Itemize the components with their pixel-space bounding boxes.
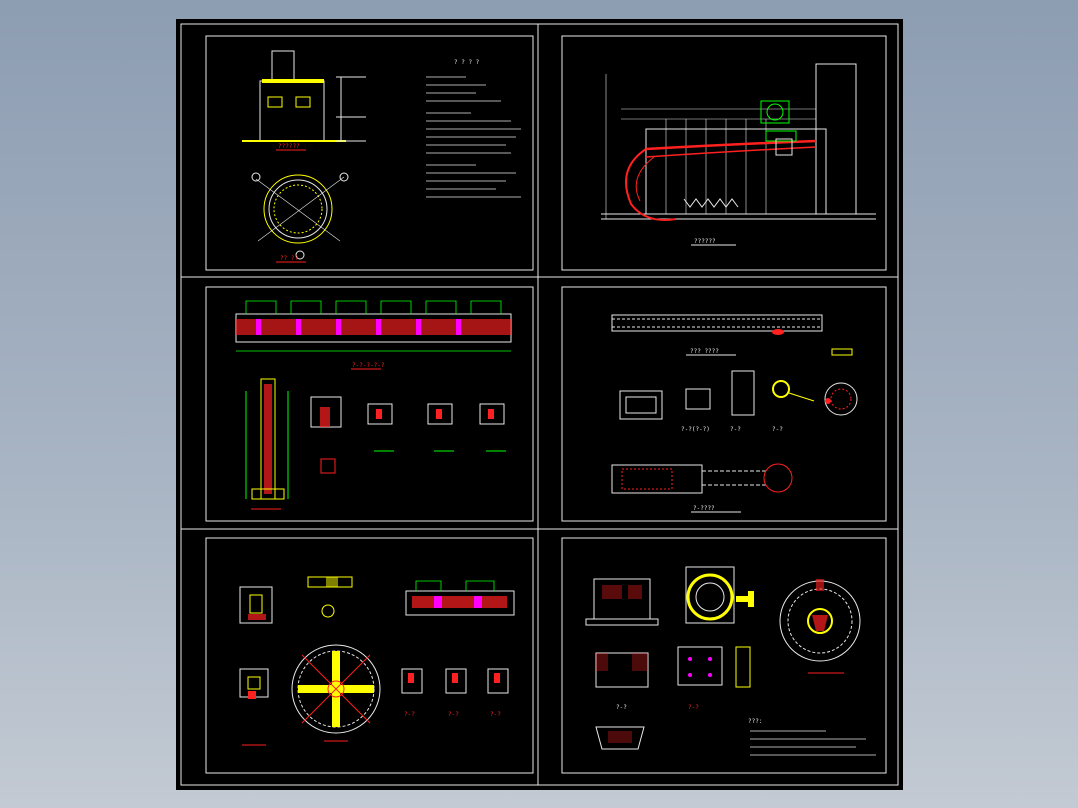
drawing-sheet: ?????? ?? ?? ? ? ? ? bbox=[176, 19, 903, 790]
panel-2-caption: ?????? bbox=[694, 238, 716, 245]
panel-1-caption-a: ?????? bbox=[278, 143, 300, 150]
panel-1-notes-title: ? ? ? ? bbox=[454, 59, 480, 66]
panel-5-frame bbox=[205, 537, 534, 774]
panel-2-frame bbox=[561, 35, 887, 271]
panel-5-caption-b: ?-? bbox=[448, 711, 459, 718]
panel-3-content: ?-?-?-?-? bbox=[235, 300, 512, 510]
panel-6-caption-a: ?-? bbox=[616, 704, 627, 711]
panel-5-content: ?-? ?-? ?-? bbox=[239, 576, 515, 746]
outer-frame bbox=[180, 23, 899, 786]
panel-3-caption: ?-?-?-?-? bbox=[352, 362, 385, 369]
panel-4-content: ??? ???? ?-?(?-?) ?-? ?-? ?-???? bbox=[611, 314, 858, 513]
panel-6-notes-title: ???: bbox=[748, 718, 762, 725]
panel-4-caption-sec2: ?-? bbox=[730, 426, 741, 433]
panel-1-frame bbox=[205, 35, 534, 271]
panel-6-content: ?-? ?-? ???: bbox=[585, 566, 876, 756]
panel-5-caption-c: ?-? bbox=[490, 711, 501, 718]
panel-1-content: ?????? ?? ?? ? ? ? ? bbox=[242, 50, 521, 263]
panel-4-frame bbox=[561, 286, 887, 522]
panel-4-caption-bottom: ?-???? bbox=[693, 505, 715, 512]
panel-4-caption-main: ??? ???? bbox=[690, 348, 719, 355]
panel-6-frame bbox=[561, 537, 887, 774]
panel-5-caption-a: ?-? bbox=[404, 711, 415, 718]
cad-drawing: ?????? ?? ?? ? ? ? ? bbox=[180, 23, 899, 786]
panel-1-caption-b: ?? ?? bbox=[280, 255, 298, 262]
panel-3-frame bbox=[205, 286, 534, 522]
panel-4-caption-sec1: ?-?(?-?) bbox=[681, 426, 710, 433]
panel-6-caption-b: ?-? bbox=[688, 704, 699, 711]
panel-2-content: ?????? bbox=[601, 63, 876, 246]
panel-4-caption-sec3: ?-? bbox=[772, 426, 783, 433]
